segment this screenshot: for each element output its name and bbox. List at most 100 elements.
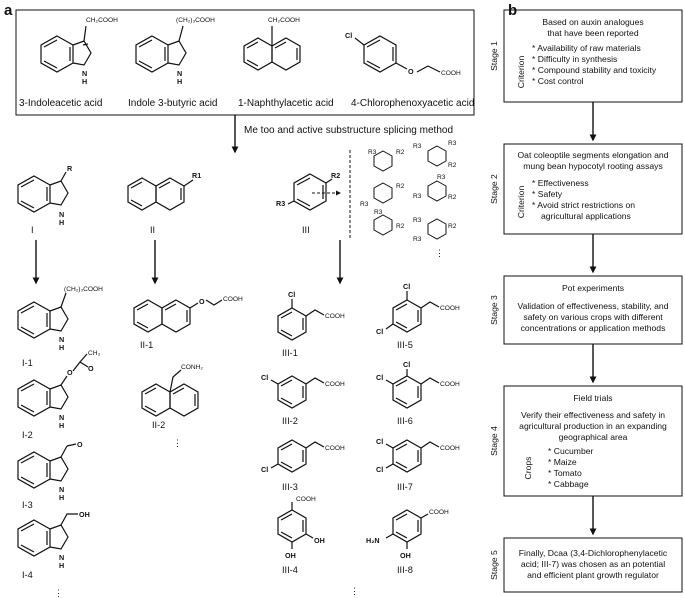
auxin-analogues-box [15,9,475,116]
mini-r2-5: R2 [448,194,457,201]
i2-o: O [67,368,73,377]
stage-3-body-line-1: Validation of effectiveness, stability, … [518,301,669,311]
stage-1-item-2: * Difficulty in synthesis [532,54,617,64]
iii8-h2n: H₂N [366,536,380,545]
iii8-cooh: COOH [429,509,449,516]
iba-h: H [177,77,182,86]
mini-dots: ⋮ [435,248,444,258]
iii5-cooh: COOH [440,305,460,312]
scaffold-iii-label: III [302,225,310,235]
scaffold-i-h: H [59,218,64,227]
compound-iii-5: III-5 [397,340,413,350]
scaffold-structures [17,171,333,213]
stage-1-title-line-2: that have been reported [547,28,638,38]
stage-4-title: Field trials [573,393,612,403]
stage-2-label: Stage 2 [489,174,499,204]
stage-5-body-line-1: Finally, Dcaa (3,4-Dichlorophenylacetic [519,548,668,558]
stage-3-label: Stage 3 [489,295,499,325]
iii4-cooh: COOH [296,496,316,503]
stage-2-item-4: agricultural applications [541,211,631,221]
i1-h: H [59,343,64,352]
mini-r3-8: R3 [413,217,422,224]
mini-r3-2: R3 [360,201,369,208]
i2-n: N [59,413,64,422]
compound-i-2: I-2 [22,430,33,440]
stage-3-body-line-3: concentrations or application methods [521,323,666,333]
stage-4: Stage 4 Field trials Verify their effect… [489,385,683,497]
series-iii-dots: ⋮ [350,586,359,596]
iii4-oh: OH [314,536,325,545]
stage-1-title-line-1: Based on auxin analogues [542,17,643,27]
mini-r2-4: R2 [448,162,457,169]
stage-2-criterion: Criterion [516,186,526,219]
iii2-cl: Cl [261,373,268,382]
panel-label-a: a [4,2,13,19]
mini-r3-5: R3 [448,140,457,147]
compound-iii-6: III-6 [397,416,413,426]
stage-3-title: Pot experiments [562,283,624,293]
mini-r3-3: R3 [374,209,383,216]
stage-2-title-line-2: mung bean hypocotyl rooting assays [523,161,663,171]
stage-2: Stage 2 Oat coleoptile segments elongati… [489,143,683,235]
iii7-cl2: Cl [376,465,383,474]
stage-4-label: Stage 4 [489,426,499,456]
stage-4-body-line-1: Verify their effectiveness and safety in [521,410,665,420]
iii7-cooh: COOH [440,445,460,452]
iii7-cl1: Cl [376,437,383,446]
stage-4-crop-4: * Cabbage [548,479,589,489]
auxin-name-iba: Indole 3-butyric acid [128,98,218,109]
stage-5-label: Stage 5 [489,550,499,580]
scaffold-i-n: N [59,210,64,219]
i3-o: O [77,440,83,449]
i4-h: H [59,561,64,570]
scaffold-iii-r3: R3 [276,199,285,208]
stage-4-crop-2: * Maize [548,457,577,467]
iaa-side-chain: CH₂COOH [86,17,118,24]
i4-oh: OH [79,510,90,519]
iii5-cl1: Cl [403,282,410,291]
scaffold-iii-r2: R2 [331,171,340,180]
series-ii-dots: ⋮ [173,438,182,448]
iii6-cl1: Cl [403,360,410,369]
stage-2-item-3: * Avoid strict restrictions on [532,200,635,210]
stage-4-crop-3: * Tomato [548,468,582,478]
stage-5-body-line-3: and efficient plant growth regulator [527,570,659,580]
mini-r2-2: R2 [396,183,405,190]
stage-1-item-4: * Cost control [532,76,584,86]
compound-iii-2: III-2 [282,416,298,426]
compound-iii-7: III-7 [397,482,413,492]
mini-r3-1: R3 [368,149,377,156]
compound-iii-1: III-1 [282,348,298,358]
iii1-cooh: COOH [325,313,345,320]
i1-n: N [59,335,64,344]
compound-ii-2: II-2 [152,420,165,430]
scaffold-ii-label: II [150,225,155,235]
iii6-cl2: Cl [376,373,383,382]
substitution-patterns [373,145,447,240]
auxin-name-naa: 1-Naphthylacetic acid [238,98,334,109]
stage-4-body-line-3: geographical area [559,432,628,442]
i3-h: H [59,493,64,502]
series-iii-structures [270,291,440,549]
cpa-cooh: COOH [441,70,461,77]
series-i-dots: ⋮ [54,588,63,598]
iii2-cooh: COOH [325,381,345,388]
scaffold-ii-r1: R1 [192,171,201,180]
mini-r3-7: R3 [413,193,422,200]
mini-r2-6: R2 [448,223,457,230]
i2-ch3: CH₃ [88,350,101,357]
iba-n: N [177,69,182,78]
stage-1-item-1: * Availability of raw materials [532,43,641,53]
series-ii-structures [133,299,223,417]
mini-r2-1: R2 [396,149,405,156]
auxin-structures [40,25,441,73]
i1-side-chain: (CH₂)₃COOH [64,286,103,293]
stage-1-item-3: * Compound stability and toxicity [532,65,657,75]
compound-i-1: I-1 [22,358,33,368]
stage-4-crops: Crops [523,457,533,480]
iii4-oh2: OH [285,551,296,560]
compound-iii-4: III-4 [282,565,298,575]
mini-r3-9: R3 [413,236,422,243]
stage-1: Stage 1 Based on auxin analogues that ha… [489,9,683,103]
